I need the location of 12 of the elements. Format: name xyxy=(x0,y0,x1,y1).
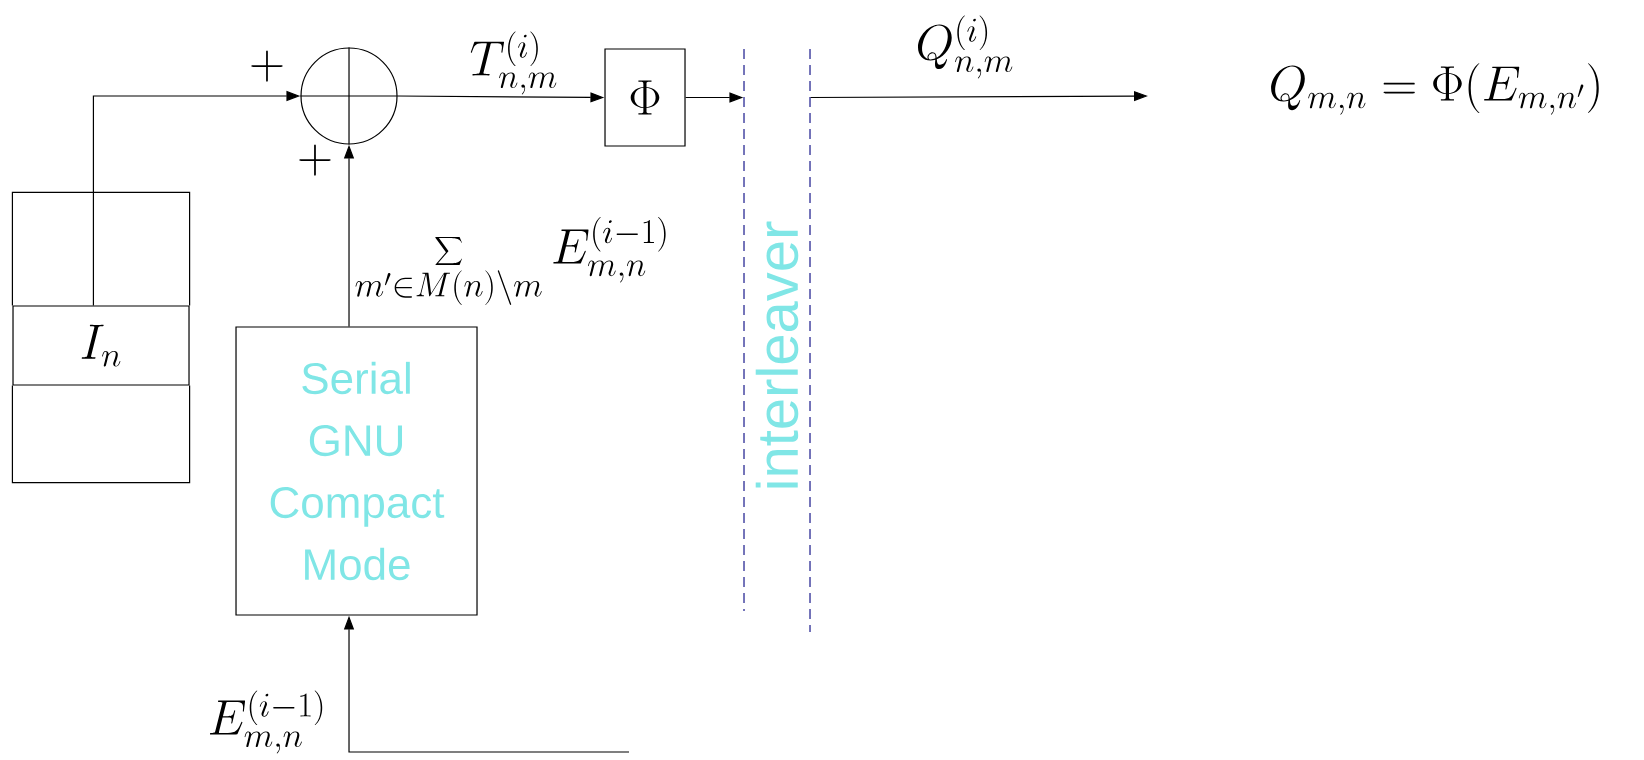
function-box: $\Phi$ xyxy=(604,48,686,147)
adder-circle xyxy=(299,46,399,146)
formula-label: $Q_{m,n}=\Phi(E_{m,n'})$ xyxy=(1271,63,1599,115)
register-stack: $I_n$ xyxy=(11,191,191,484)
interleaver-band: interleaver xyxy=(743,48,811,633)
edge-label: $\sum_{m'\in M(n)\backslash m} E_{m,n}^{(i-1)}$ xyxy=(355,217,666,305)
sign-label: $+$ xyxy=(251,50,283,82)
edge-label: $Q_{n,m}^{(i)}$ xyxy=(918,15,1013,79)
process-box: Serial GNU Compact Mode xyxy=(235,326,478,616)
edge-label: $E_{m,n}^{(i-1)}$ xyxy=(209,690,323,754)
sign-label: $+$ xyxy=(299,144,331,176)
edge-label: $T_{n,m}^{(i)}$ xyxy=(470,31,557,95)
